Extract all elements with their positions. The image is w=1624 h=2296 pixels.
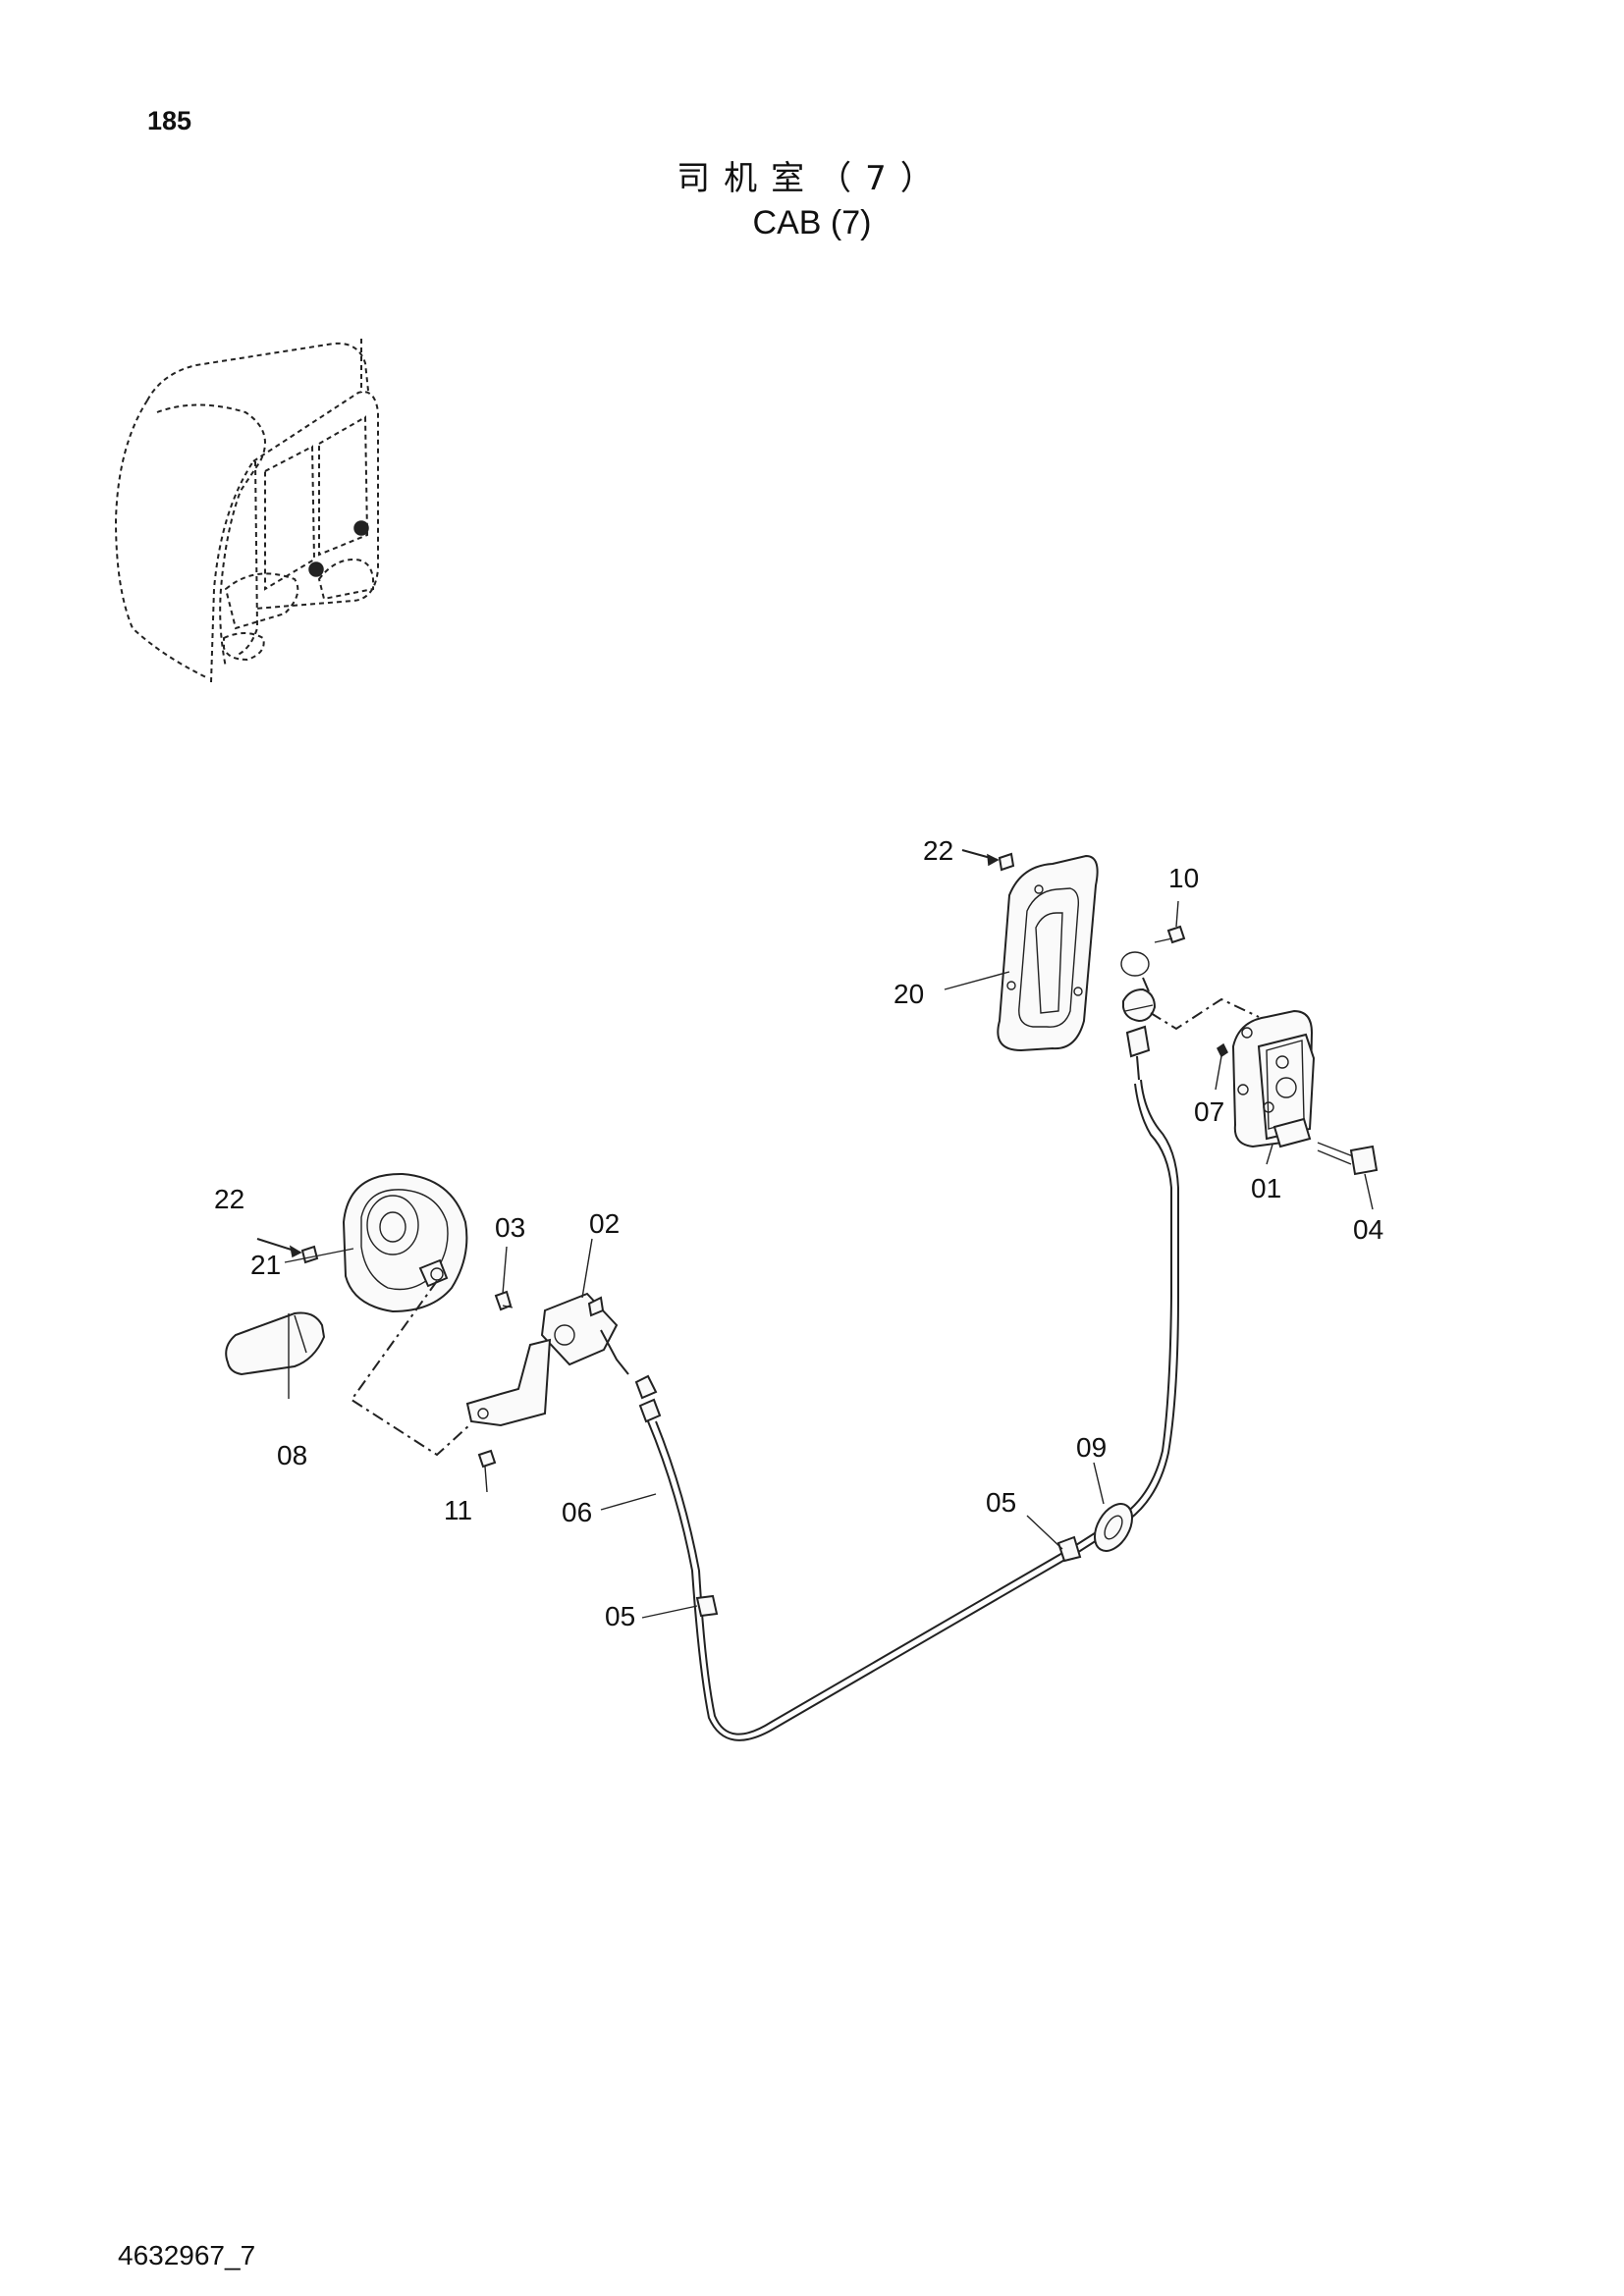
callout-labels: 22 21 08 03 02 11 06 05 05 09 22 20 10 0… [214, 835, 1383, 1631]
page-number: 185 [147, 106, 192, 135]
grommet-09 [1094, 1503, 1133, 1552]
outer-handle-plate-20 [997, 854, 1099, 1052]
callout-22-left: 22 [214, 1184, 244, 1214]
callout-03: 03 [495, 1212, 525, 1243]
callout-07: 07 [1194, 1096, 1224, 1127]
bolt-04 [1317, 1142, 1379, 1176]
callout-10: 10 [1168, 863, 1199, 893]
bracket-02 [465, 1292, 619, 1427]
nut-11 [477, 1449, 497, 1468]
bolt-22-left [256, 1238, 319, 1264]
bolt-03 [494, 1290, 514, 1311]
callout-02: 02 [589, 1208, 620, 1239]
cable-end-02 [600, 1329, 629, 1375]
assembly-line-handle [350, 1280, 470, 1457]
callout-01: 01 [1251, 1173, 1281, 1203]
callout-05-right: 05 [986, 1487, 1016, 1518]
screw-07 [1217, 1042, 1228, 1058]
cable-06 [634, 1079, 1179, 1741]
drawing-number: 4632967_7 [118, 2240, 256, 2270]
callout-21: 21 [250, 1250, 281, 1280]
callout-05-left: 05 [605, 1601, 635, 1631]
latch-01 [1231, 1009, 1316, 1148]
cab-overview-sketch [114, 339, 379, 683]
callout-20: 20 [893, 979, 924, 1009]
callout-04: 04 [1353, 1214, 1383, 1245]
callout-09: 09 [1076, 1432, 1107, 1463]
callout-06: 06 [562, 1497, 592, 1527]
inner-lever-08 [225, 1311, 326, 1376]
inner-handle-cover-21 [342, 1172, 468, 1313]
bolt-22-right [961, 849, 1015, 872]
clip-05-left [695, 1594, 719, 1618]
clip-05-right [1056, 1535, 1082, 1563]
callout-11: 11 [444, 1495, 472, 1525]
leader-lines [284, 900, 1374, 1619]
title-chinese: 司机室（7） [677, 159, 947, 198]
title-english: CAB (7) [752, 204, 872, 241]
callout-22-right: 22 [923, 835, 953, 866]
callout-08: 08 [277, 1440, 307, 1470]
rod-assembly [1120, 951, 1157, 1081]
assembly-line-latch [1150, 997, 1260, 1031]
pin-10 [1154, 925, 1186, 944]
